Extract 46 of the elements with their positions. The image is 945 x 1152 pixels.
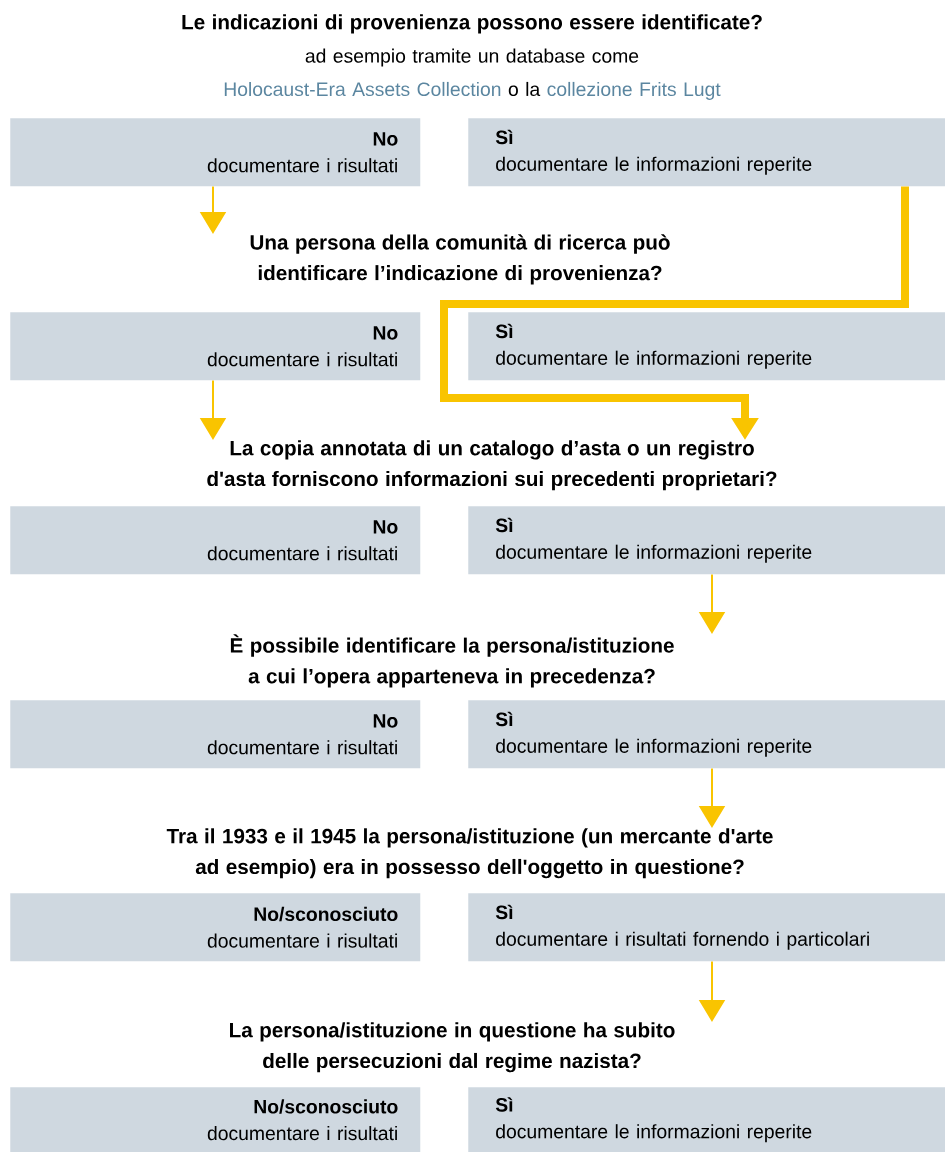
answer-note: documentare i risultati fornendo i particolari — [496, 931, 869, 950]
answer-note: documentare i risultati — [207, 546, 397, 561]
answer-label: No/sconosciuto — [254, 1099, 398, 1114]
answer-label: No — [373, 326, 398, 340]
answer-note: documentare i risultati — [207, 740, 397, 755]
answer-box — [10, 506, 421, 575]
answer-label: Sì — [495, 1097, 513, 1112]
answer-note: documentare le informazioni reperite — [496, 738, 812, 757]
answer-note: documentare i risultati — [207, 158, 397, 173]
answer-label: No — [373, 520, 398, 534]
link-text: collezione Frits Lugt — [547, 81, 721, 100]
answer-label: No — [373, 714, 398, 728]
question-text: La persona/istituzione in questione ha subito delle persecuzioni dal regime nazista? — [230, 1022, 675, 1073]
question-text: La copia annotata di un catalogo d’asta o un registro d'asta forniscono informazioni sui precedenti proprietari? — [207, 440, 777, 491]
answer-label: Sì — [495, 904, 513, 920]
answer-box — [10, 893, 421, 962]
note-text: o la — [508, 81, 541, 97]
answer-box — [468, 893, 945, 962]
answer-box — [10, 1087, 421, 1152]
answer-label: Sì — [495, 711, 513, 727]
answer-label: Sì — [495, 323, 513, 339]
answer-note: documentare le informazioni reperite — [496, 544, 812, 563]
answer-label: No — [373, 132, 398, 146]
answer-box — [468, 118, 945, 187]
link-text: Holocaust-Era Assets Collection — [224, 81, 501, 97]
answer-label: Sì — [495, 517, 513, 533]
answer-box — [468, 506, 945, 575]
answer-note: documentare le informazioni reperite — [496, 156, 812, 175]
answer-note: documentare le informazioni reperite — [496, 350, 812, 369]
answer-box — [10, 118, 421, 187]
answer-box — [468, 700, 945, 769]
answer-note: documentare i risultati — [207, 1126, 397, 1141]
question-text: Tra il 1933 e il 1945 la persona/istituzione (un mercante d'arte ad esempio) era in possesso dell'oggetto in questione? — [166, 828, 773, 879]
note-text: ad esempio tramite un database come — [305, 48, 639, 67]
answer-box — [10, 700, 421, 769]
answer-box — [10, 312, 421, 381]
answer-note: documentare i risultati — [207, 933, 397, 948]
answer-box — [468, 1087, 945, 1152]
answer-label: No/sconosciuto — [254, 906, 398, 922]
question-text: Una persona della comunità di ricerca può identificare l’indicazione di provenienza? — [250, 234, 670, 285]
answer-label: Sì — [495, 129, 513, 145]
question-text: Le indicazioni di provenienza possono essere identificate? — [182, 14, 762, 34]
answer-note: documentare le informazioni reperite — [496, 1124, 812, 1143]
question-text: È possibile identificare la persona/istituzione a cui l’opera apparteneva in precedenza? — [230, 634, 674, 688]
answer-box — [468, 312, 945, 381]
answer-note: documentare i risultati — [207, 352, 397, 367]
